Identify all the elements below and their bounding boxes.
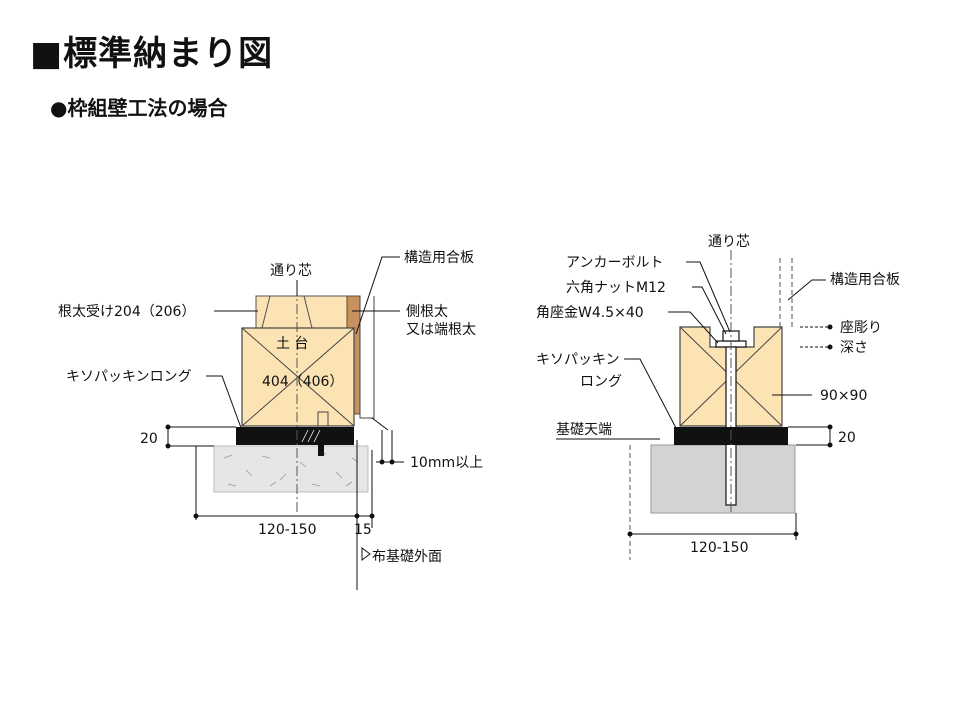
left-dim-width: 120-150 [258, 522, 317, 538]
page-title: ■標準納まり図 [30, 34, 274, 74]
left-foundation-face-label: 布基礎外面 [372, 548, 442, 565]
right-packing-label-2: ロング [580, 374, 622, 390]
left-dim-20: 20 [140, 431, 158, 447]
left-upper-joist [255, 295, 349, 329]
right-dim-width: 120-150 [690, 540, 749, 556]
right-washer-label: 角座金W4.5×40 [536, 305, 644, 321]
right-packing-label-1: キソパッキン [536, 352, 620, 368]
left-packing-label: キソパッキンロング [66, 369, 192, 385]
left-packing [236, 427, 354, 445]
right-dim-20: 20 [838, 430, 856, 446]
right-sill-size-label: 90×90 [820, 388, 867, 404]
right-center-line-label: 通り芯 [708, 234, 750, 250]
left-center-line-label: 通り芯 [270, 263, 312, 279]
right-anchor-bolt-label: アンカーボルト [566, 255, 663, 271]
left-detail: 20 120-150 15 10mm以上 布基礎外面 通り芯 構造用合板 根太受… [58, 250, 483, 590]
left-dim-15: 15 [354, 522, 372, 538]
left-anchor-stub [318, 440, 324, 456]
page-subtitle: ●枠組壁工法の場合 [50, 96, 228, 120]
left-siding-bracket [359, 296, 375, 419]
left-dim-10mm: 10mm以上 [410, 455, 483, 471]
left-sill-label: 土 台 [276, 336, 308, 352]
right-detail: 120-150 20 座彫り 深さ 通り芯 アンカーボルト 六角ナットM12 角… [536, 234, 900, 560]
left-side-joist-label-2: 又は端根太 [406, 322, 476, 338]
right-foundation-top-label: 基礎天端 [556, 421, 612, 438]
right-counterbore-label-2: 深さ [840, 340, 868, 356]
left-foundation [213, 445, 369, 493]
left-side-joist-label-1: 側根太 [406, 304, 448, 320]
right-foundation [650, 444, 796, 514]
right-counterbore-label-1: 座彫り [840, 320, 882, 336]
right-hex-nut-label: 六角ナットM12 [566, 280, 666, 296]
left-sill-size-label: 404（406） [262, 374, 343, 390]
left-plywood-label: 構造用合板 [404, 250, 474, 266]
left-joist-hanger-label: 根太受け204（206） [58, 304, 195, 320]
right-plywood-label: 構造用合板 [830, 272, 900, 288]
